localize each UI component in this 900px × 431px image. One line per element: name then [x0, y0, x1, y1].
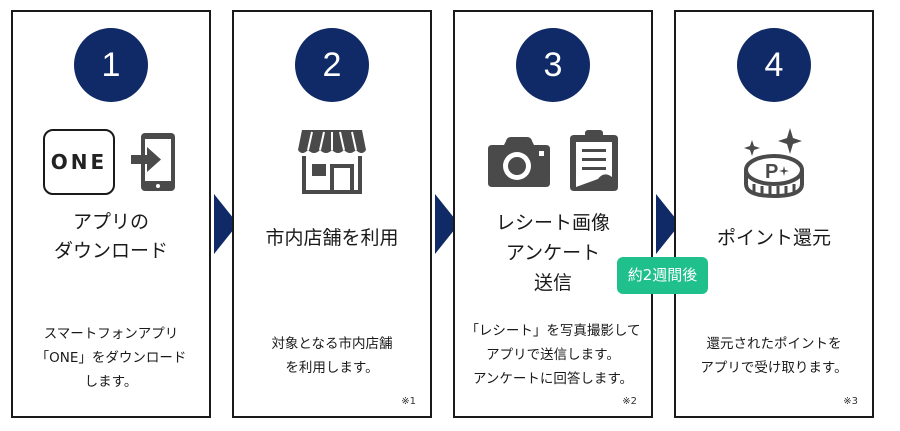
footnote-mark: ※1 [401, 396, 416, 407]
step-card-1: 1 ONE アプリの ダウンロード スマートフォンアプリ 「ONE」をダウンロー… [11, 10, 211, 418]
step-icons [234, 124, 430, 200]
step-description: 「レシート」を写真撮影して アプリで送信します。 アンケートに回答します。 [465, 323, 641, 387]
step-title: ポイント還元 [716, 227, 831, 249]
step-number-badge: 4 [737, 28, 811, 102]
store-icon [298, 130, 366, 194]
step-icons: ONE [13, 124, 209, 200]
step-card-4: 4 P ポイント還元 還元されたポイントを アプリで受け取ります。 ※3 [674, 10, 874, 418]
step-card-3: 3 レシート画像 アンケート 送信 「レシート」を写真撮影して アプリで送信しま… [453, 10, 653, 418]
clipboard-icon [570, 130, 618, 191]
step-title: アプリの ダウンロード [53, 211, 168, 262]
footnote-mark: ※3 [843, 396, 858, 407]
one-app-logo-icon: ONE [43, 129, 115, 195]
point-coin-icon: P [744, 128, 804, 198]
camera-icon [488, 137, 550, 187]
step-description: スマートフォンアプリ 「ONE」をダウンロード します。 [35, 326, 187, 390]
step-number-badge: 3 [516, 28, 590, 102]
svg-text:P: P [765, 161, 778, 183]
step-description: 還元されたポイントを アプリで受け取ります。 [700, 336, 848, 376]
step-icons [455, 124, 651, 200]
step-description: 対象となる市内店舗 を利用します。 [271, 336, 393, 376]
phone-download-icon [131, 133, 175, 191]
step-title: 市内店舗を利用 [265, 227, 399, 249]
step-number-badge: 2 [295, 28, 369, 102]
step-number-badge: 1 [74, 28, 148, 102]
step-card-2: 2 市内店舗を利用 対象となる市内店舗 を利用します。 ※1 [232, 10, 432, 418]
footnote-mark: ※2 [622, 396, 637, 407]
step-title: レシート画像 アンケート 送信 [495, 212, 610, 294]
duration-badge: 約2週間後 [617, 257, 708, 294]
step-icons: P [676, 124, 872, 200]
